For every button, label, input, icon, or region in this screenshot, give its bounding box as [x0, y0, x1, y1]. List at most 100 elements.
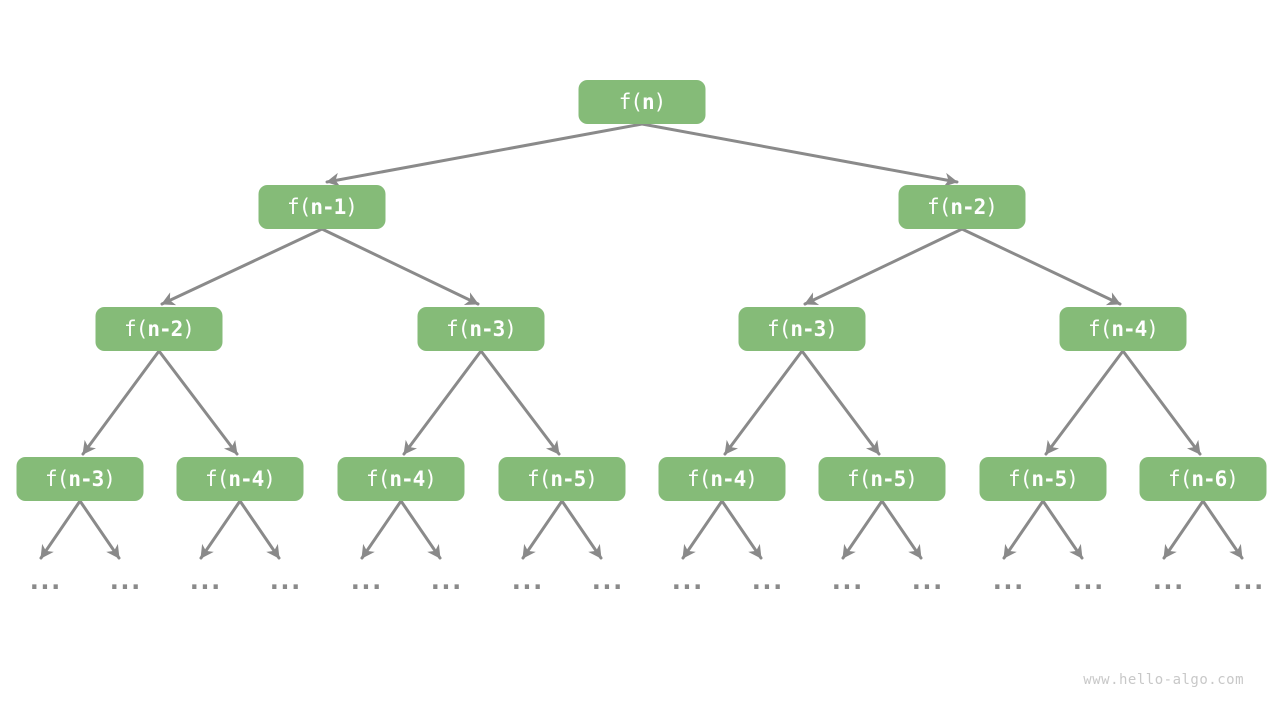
ellipsis-dots: ... [1229, 566, 1267, 596]
edge [238, 499, 281, 560]
node-label-pre: f( [847, 467, 871, 491]
node-label-post: ) [504, 317, 517, 341]
node-label-post: ) [1066, 467, 1079, 491]
tree-node-root: f(n) [578, 80, 706, 124]
node-label-pre: f( [767, 317, 791, 341]
edge [479, 349, 561, 456]
node-label-post: ) [653, 90, 667, 114]
edge [81, 349, 161, 456]
node-label-pre: f( [446, 317, 470, 341]
edge [640, 122, 959, 187]
node-label-arg: n-5 [870, 467, 906, 491]
edge [1041, 499, 1084, 560]
node-label-post: ) [1226, 467, 1239, 491]
node-label-arg: n-1 [310, 195, 346, 219]
edge [199, 499, 242, 560]
node-label-arg: n-6 [1191, 467, 1227, 491]
tree-node-l3-5: f(n-5) [818, 457, 946, 501]
node-label-post: ) [1146, 317, 1159, 341]
edge [960, 227, 1122, 306]
node-label-arg: n-4 [389, 467, 425, 491]
edge [399, 499, 442, 560]
tree-node-l3-1: f(n-4) [176, 457, 304, 501]
tree-node-l1-1: f(n-2) [898, 185, 1026, 229]
node-label-arg: n [641, 90, 655, 114]
edge [880, 499, 923, 560]
tree-node-l3-4: f(n-4) [658, 457, 786, 501]
edge [160, 227, 324, 306]
edge [723, 349, 804, 456]
edge [1201, 499, 1244, 560]
ellipsis-dots: ... [748, 566, 786, 596]
node-label-pre: f( [124, 317, 148, 341]
node-label-arg: n-4 [228, 467, 264, 491]
node-label-arg: n-3 [469, 317, 505, 341]
tree-node-l2-2: f(n-3) [738, 307, 866, 351]
node-label-pre: f( [687, 467, 711, 491]
tree-node-l3-6: f(n-5) [979, 457, 1107, 501]
node-label-pre: f( [366, 467, 390, 491]
node-label-pre: f( [287, 195, 311, 219]
node-label-arg: n-4 [1111, 317, 1147, 341]
node-label-post: ) [424, 467, 437, 491]
node-label-arg: n-5 [1031, 467, 1067, 491]
node-label-pre: f( [1008, 467, 1032, 491]
node-label-arg: n-3 [68, 467, 104, 491]
tree-node-l3-7: f(n-6) [1139, 457, 1267, 501]
node-label-pre: f( [527, 467, 551, 491]
node-label-pre: f( [205, 467, 229, 491]
ellipsis-dots: ... [989, 566, 1027, 596]
ellipsis-dots: ... [266, 566, 304, 596]
node-label-pre: f( [45, 467, 69, 491]
edge [1121, 349, 1202, 456]
ellipsis-dots: ... [828, 566, 866, 596]
edge [800, 349, 881, 456]
node-label-post: ) [103, 467, 116, 491]
node-label-post: ) [263, 467, 276, 491]
edge [521, 499, 564, 560]
tree-node-l3-0: f(n-3) [16, 457, 144, 501]
node-label-arg: n-4 [710, 467, 746, 491]
tree-node-l2-3: f(n-4) [1059, 307, 1187, 351]
ellipsis-dots: ... [588, 566, 626, 596]
ellipsis-dots: ... [347, 566, 385, 596]
edge [78, 499, 121, 560]
tree-node-l2-0: f(n-2) [95, 307, 223, 351]
node-label-arg: n-2 [147, 317, 183, 341]
node-label-post: ) [825, 317, 838, 341]
node-label-pre: f( [1088, 317, 1112, 341]
node-label-post: ) [985, 195, 998, 219]
node-label-post: ) [182, 317, 195, 341]
node-label-pre: f( [1168, 467, 1192, 491]
ellipsis-dots: ... [26, 566, 64, 596]
node-label-pre: f( [618, 90, 643, 114]
node-label-post: ) [905, 467, 918, 491]
edge [320, 227, 480, 306]
tree-node-l3-2: f(n-4) [337, 457, 465, 501]
node-label-post: ) [745, 467, 758, 491]
watermark: www.hello-algo.com [1083, 672, 1244, 688]
node-label-post: ) [585, 467, 598, 491]
node-label-arg: n-2 [950, 195, 986, 219]
edge [39, 499, 82, 560]
edge [720, 499, 763, 560]
edge [157, 349, 239, 456]
edge [1002, 499, 1045, 560]
edge [1044, 349, 1125, 456]
ellipsis-dots: ... [106, 566, 144, 596]
tree-node-l1-0: f(n-1) [258, 185, 386, 229]
node-label-arg: n-3 [790, 317, 826, 341]
tree-node-l2-1: f(n-3) [417, 307, 545, 351]
ellipsis-dots: ... [1069, 566, 1107, 596]
edge [841, 499, 884, 560]
node-label-post: ) [345, 195, 358, 219]
ellipsis-dots: ... [508, 566, 546, 596]
edge [360, 499, 403, 560]
ellipsis-dots: ... [1149, 566, 1187, 596]
edge [402, 349, 483, 456]
tree-node-l3-3: f(n-5) [498, 457, 626, 501]
ellipsis-dots: ... [908, 566, 946, 596]
edge [803, 227, 964, 306]
